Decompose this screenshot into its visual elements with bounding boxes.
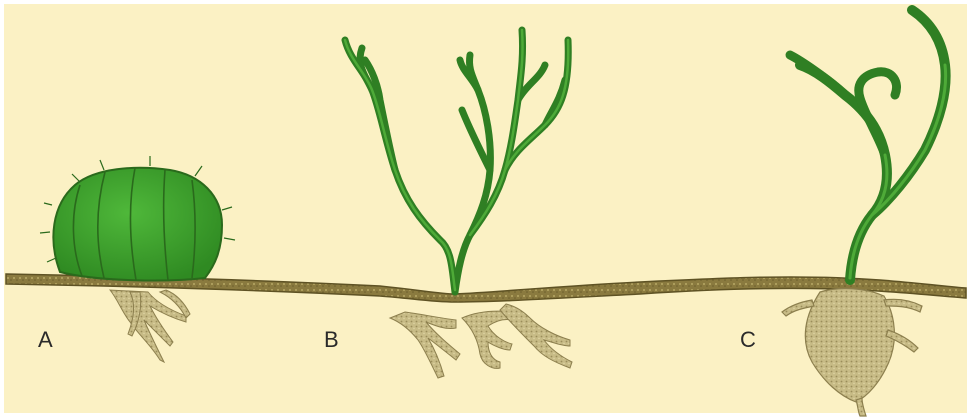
- label-c: C: [740, 327, 756, 352]
- label-b: B: [324, 327, 339, 352]
- label-a: A: [38, 327, 53, 352]
